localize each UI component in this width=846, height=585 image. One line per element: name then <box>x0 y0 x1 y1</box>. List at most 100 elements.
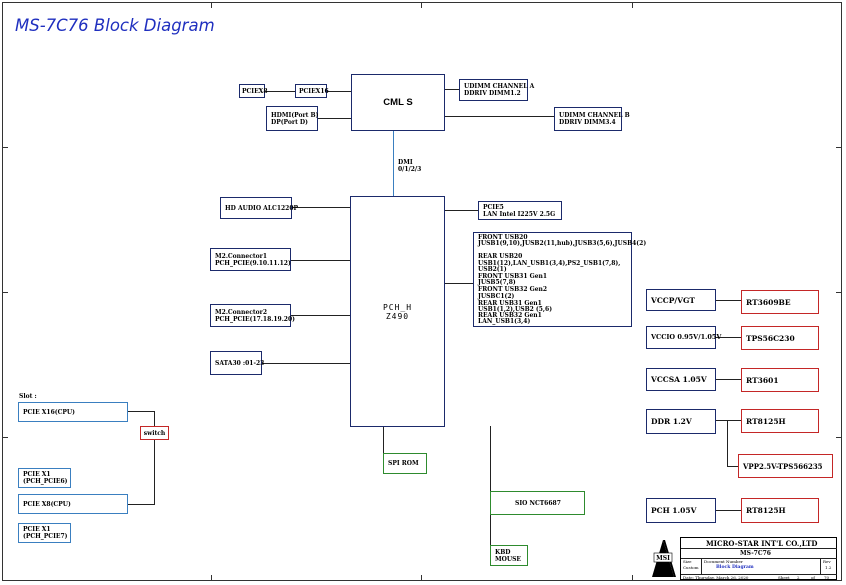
power-ic-6: RT8125H <box>741 498 819 523</box>
pciex8-label: PCIEX8 <box>242 87 268 95</box>
frame-tick <box>836 292 842 293</box>
lan-chip-label: LAN Intel I225V 2.5G <box>483 210 556 218</box>
power-ic-5-label: VPP2.5V-TPS566235 <box>743 461 823 471</box>
sata-box: SATA30 :01-23 <box>210 351 265 375</box>
frame-tick <box>632 2 633 8</box>
dp-label: DP(Port D) <box>271 118 308 126</box>
slot-pcie-x16-box: PCIE X16(CPU) <box>18 402 128 422</box>
connector-cpu-channel-b <box>444 116 554 117</box>
channel-a-label: UDIMM CHANNEL A <box>464 83 535 90</box>
usb-line: JUSB5(7,8) <box>478 279 516 287</box>
connector-x16-switch <box>127 411 155 412</box>
usb-line: USB2(1) <box>478 265 507 273</box>
m2-connector1-box: M2.Connector1 PCH_PCIE(9.10.11.12) <box>210 248 291 271</box>
connector-power-vpp <box>727 466 738 467</box>
power-rail-4-label: DDR 1.2V <box>651 417 692 426</box>
frame-tick <box>421 575 422 581</box>
connector-x8-switch <box>154 440 155 505</box>
pch-block: PCH_H Z490 <box>350 196 445 427</box>
frame-tick <box>211 2 212 8</box>
power-ic-2: TPS56C230 <box>741 326 819 350</box>
connector-pch-usb <box>444 283 473 284</box>
kbd-mouse-box: KBD MOUSE <box>490 545 528 566</box>
connector-power-3 <box>715 379 741 380</box>
usb-line: USB1(1,2),USB2 (5,6) <box>478 306 553 314</box>
company-name: MICRO-STAR INT'L CO.,LTD <box>706 539 818 548</box>
power-ic-4: RT8125H <box>741 409 819 433</box>
m2-connector2-box: M2.Connector2 PCH_PCIE(17.18.19.20) <box>210 304 295 327</box>
usb-line: REAR USB20 <box>478 253 523 261</box>
pciex16-label: PCIEX16 <box>299 87 329 95</box>
usb-line: REAR USB32 Gen1 <box>478 312 542 320</box>
rev-value: 1.2 <box>825 565 832 570</box>
connector-power-4 <box>715 420 741 421</box>
connector-display-cpu <box>318 118 351 119</box>
connector-pch-lan <box>444 210 478 211</box>
rev-label: Rev <box>823 559 831 564</box>
connector-pciex16-cpu <box>327 91 351 92</box>
slot-pcie-x1-a-label: PCIE X1 <box>23 471 51 478</box>
slot-pcie-x1-b-box: PCIE X1 (PCH_PCIE7) <box>18 523 71 543</box>
switch-box: switch <box>140 426 169 440</box>
model-name: MS-7C76 <box>740 550 771 557</box>
connector-pciex8-pciex16 <box>265 91 295 92</box>
power-rail-1-label: VCCP/VGT <box>651 295 695 305</box>
power-rail-4: DDR 1.2V <box>646 409 716 434</box>
power-ic-1-label: RT3609BE <box>746 297 791 307</box>
doc-number-label: Document Number <box>704 559 743 564</box>
usb-line: REAR USB31 Gen1 <box>478 299 542 307</box>
connector-x8-switch <box>127 504 155 505</box>
kbd-label: KBD <box>495 548 511 556</box>
sheet-label: Sheet <box>778 575 790 580</box>
pch-chipset: Z490 <box>385 311 410 321</box>
power-rail-1: VCCP/VGT <box>646 289 716 311</box>
connector-pch-sio <box>490 426 491 546</box>
slot-pcie-x1-b-label: PCIE X1 <box>23 526 51 533</box>
slot-pcie-x8-label: PCIE X8(CPU) <box>23 500 71 508</box>
sheet-value: 2 <box>797 575 800 580</box>
usb-line: LAN_USB1(3,4) <box>478 318 531 326</box>
slot-pcie-x1-a-box: PCIE X1 (PCH_PCIE6) <box>18 468 71 488</box>
sata-label: SATA30 :01-23 <box>215 359 265 367</box>
title-block-rule <box>820 558 821 574</box>
msi-logo-icon: MSI <box>652 540 676 577</box>
power-ic-6-label: RT8125H <box>746 506 786 515</box>
hd-audio-label: HD AUDIO ALC1220P <box>225 204 299 212</box>
m2-connector1-lanes: PCH_PCIE(9.10.11.12) <box>215 259 291 267</box>
frame-tick <box>836 437 842 438</box>
frame-tick <box>836 147 842 148</box>
power-rail-3-label: VCCSA 1.05V <box>651 375 707 384</box>
hd-audio-box: HD AUDIO ALC1220P <box>220 197 299 219</box>
slot-header: Slot : <box>19 393 37 400</box>
sio-label: SIO NCT6687 <box>515 499 561 507</box>
sio-box: SIO NCT6687 <box>490 491 585 515</box>
power-ic-3: RT3601 <box>741 368 819 392</box>
power-ic-4-label: RT8125H <box>746 416 786 426</box>
cpu-block: CML S <box>351 74 445 131</box>
power-rail-3: VCCSA 1.05V <box>646 368 716 391</box>
m2-connector1-label: M2.Connector1 <box>215 252 267 260</box>
slot-pcie-x1-a-lane: (PCH_PCIE6) <box>23 478 68 485</box>
spi-rom-box: SPI ROM <box>383 453 427 474</box>
frame-tick <box>211 575 212 581</box>
pciex16-box: PCIEX16 <box>295 84 329 98</box>
connector-sata-pch <box>262 363 350 364</box>
usb-line: FRONT USB32 Gen2 <box>478 286 548 294</box>
memory-channel-a-box: UDIMM CHANNEL A DDRIV DIMM1.2 <box>459 79 535 101</box>
channel-b-label: UDIMM CHANNEL B <box>559 112 630 119</box>
power-ic-3-label: RT3601 <box>746 375 779 385</box>
doc-number-value: Block Diagram <box>716 565 754 570</box>
dmi-label: DMI 0/1/2/3 <box>398 159 422 173</box>
diagram-title: MS-7C76 Block Diagram <box>15 16 215 35</box>
usb-line: USB1(12),LAN_USB1(3,4),PS2_USB1(7,8), <box>478 259 621 267</box>
channel-a-dimm: DDRIV DIMM1.2 <box>464 90 521 97</box>
lan-pcie-label: PCIE5 <box>483 203 504 211</box>
cpu-label: CML S <box>383 97 413 108</box>
m2-connector2-label: M2.Connector2 <box>215 308 267 316</box>
connector-power-6 <box>715 510 741 511</box>
connector-power-vpp <box>727 420 728 466</box>
connector-power-2 <box>715 337 741 338</box>
